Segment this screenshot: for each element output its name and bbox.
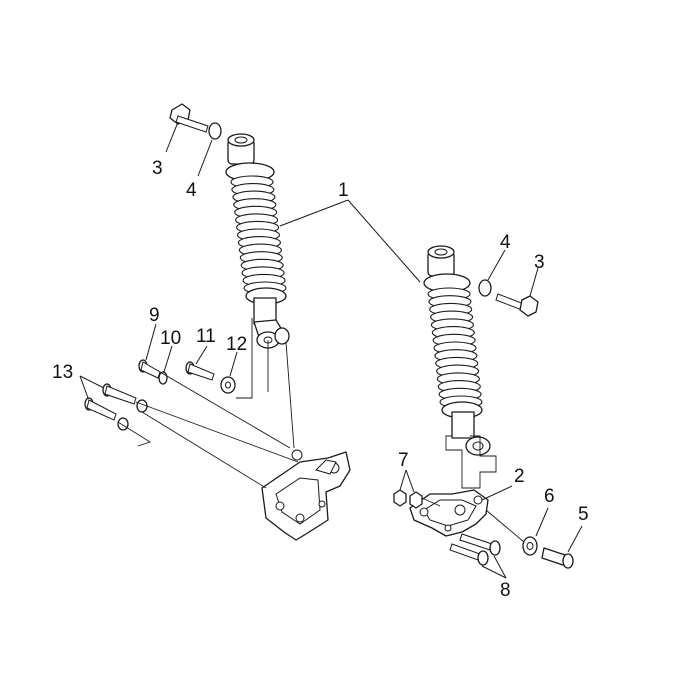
callout-8: 8 [500, 580, 511, 601]
left-mounting-bracket [261, 449, 351, 541]
left-shock-top-eye [227, 133, 255, 165]
right-shock-coil-spring [427, 287, 483, 409]
callout-11: 11 [196, 326, 216, 347]
right-bracket-hole-left [419, 507, 429, 517]
right-shock-lower-eye [465, 436, 491, 456]
bolt-13-upper [102, 383, 148, 413]
bolt-9 [138, 359, 161, 379]
right-shock-top-eye [427, 245, 455, 277]
bolt-3-right [495, 293, 539, 317]
callout-5: 5 [578, 504, 589, 525]
washer-4-left [208, 122, 222, 140]
washer-4-right [478, 279, 492, 297]
callout-2: 2 [514, 466, 525, 487]
right-bracket-hole-lower [444, 524, 452, 532]
callout-7: 7 [398, 450, 409, 471]
right-shock-body [451, 411, 475, 439]
bolt-11 [185, 361, 215, 381]
left-bracket-hole-lower [295, 513, 305, 523]
callout-9: 9 [149, 305, 160, 326]
bolt-13-lower [84, 397, 129, 431]
left-shock-lower-eye [253, 319, 290, 349]
nut-7 [393, 489, 423, 509]
callout-12: 12 [226, 334, 247, 355]
left-bracket-hole-front [275, 501, 285, 511]
left-bracket-hole-top [291, 449, 303, 461]
bolt-8-lower [449, 543, 489, 566]
right-bracket-hole-right [473, 495, 483, 505]
bolt-5 [541, 547, 574, 569]
left-shock-absorber [225, 133, 290, 349]
callout-13: 13 [52, 362, 73, 383]
callout-3-right: 3 [534, 252, 545, 273]
callout-4-right: 4 [500, 232, 511, 253]
washer-12-hole [225, 381, 231, 389]
bolt-3-left [169, 103, 209, 133]
bolt-8-upper [459, 533, 501, 556]
callout-4-left: 4 [186, 180, 197, 201]
right-shock-absorber [423, 245, 491, 456]
callout-10: 10 [160, 328, 181, 349]
washer-6-hole [526, 542, 534, 550]
leader-lines [79, 121, 583, 579]
assembly-guide-lines [117, 318, 525, 543]
callout-1: 1 [338, 180, 349, 201]
left-shock-coil-spring [230, 175, 287, 295]
callout-3-left: 3 [152, 158, 163, 179]
callout-labels: 1 2 3 3 4 4 5 6 7 8 9 10 11 12 13 [52, 158, 589, 601]
callout-6: 6 [544, 486, 555, 507]
right-bracket-hole-center [454, 504, 466, 516]
left-bracket-hole-mid [318, 500, 326, 508]
